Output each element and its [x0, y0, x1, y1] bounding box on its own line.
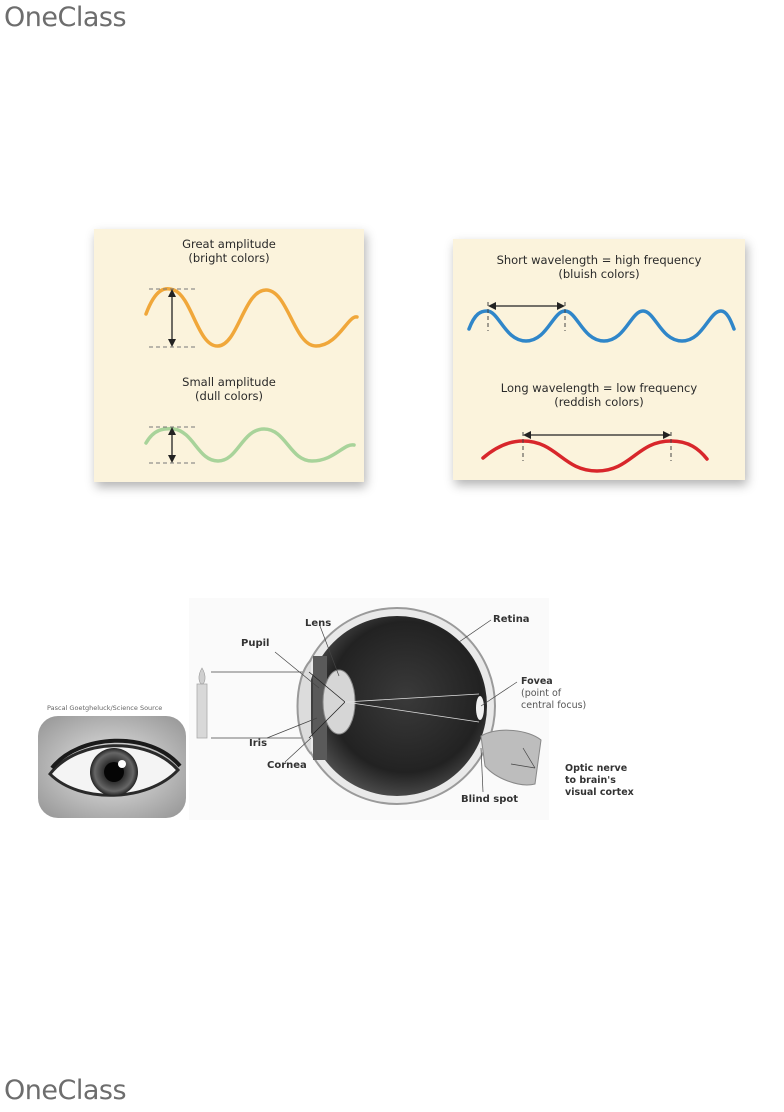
label-pupil: Pupil: [241, 638, 270, 649]
label-blind-spot: Blind spot: [461, 794, 518, 805]
fovea-mark: [476, 696, 484, 720]
small-amplitude-wave: [144, 426, 356, 463]
eye-anatomy-diagram: Lens Pupil Iris Cornea Retina Fovea (poi…: [189, 598, 586, 820]
leader-line: [284, 737, 312, 763]
long-wavelength-wave: [481, 439, 709, 473]
iris-band: [313, 656, 327, 760]
leader-line: [266, 717, 318, 739]
arrowhead-up: [168, 289, 176, 297]
leader-line: [319, 625, 340, 677]
arrowhead-left: [488, 302, 496, 310]
candle-flame: [198, 667, 206, 685]
leader-line: [522, 747, 536, 769]
small-amplitude-caption: Small amplitude (dull colors): [182, 375, 276, 403]
label-fovea: Fovea (point of central focus): [521, 676, 587, 711]
arrowhead-right: [557, 302, 565, 310]
wavelength-panel: Short wavelength = high frequency (bluis…: [453, 239, 745, 480]
label-lens: Lens: [305, 618, 332, 629]
oneclass-logo-bottom: OneClass: [4, 1075, 127, 1106]
label-optic-nerve: Optic nerve to brain's visual cortex: [565, 763, 634, 798]
label-cornea: Cornea: [267, 760, 307, 771]
arrowhead-down: [168, 455, 176, 463]
great-amplitude-caption: Great amplitude (bright colors): [182, 237, 276, 265]
eye-photo: [38, 716, 186, 818]
vitreous: [307, 616, 487, 796]
label-iris: Iris: [249, 738, 268, 749]
arrowhead-right: [663, 431, 671, 439]
long-wavelength-caption: Long wavelength = low frequency (reddish…: [500, 381, 698, 409]
arrowhead-down: [168, 339, 176, 347]
light-ray: [308, 701, 346, 739]
pupil-photo: [104, 762, 124, 782]
leader-line: [480, 681, 518, 707]
arrowhead-up: [168, 427, 176, 435]
eye-cross-section: [196, 607, 542, 805]
great-amplitude-wave: [144, 286, 359, 348]
amplitude-panel: Great amplitude (bright colors) Small am…: [94, 229, 364, 482]
candle: [196, 683, 208, 739]
amplitude-waves: [144, 286, 359, 464]
label-retina: Retina: [493, 614, 530, 625]
short-wavelength-caption: Short wavelength = high frequency (bluis…: [496, 253, 702, 281]
highlight: [118, 760, 126, 768]
arrowhead-left: [523, 431, 531, 439]
leader-line: [274, 651, 320, 689]
light-ray: [344, 693, 480, 703]
light-ray: [344, 701, 480, 723]
lens-shape: [322, 669, 356, 735]
optic-nerve-shape: [480, 729, 542, 786]
photo-credit: Pascal Goetgheluck/Science Source: [47, 704, 163, 712]
cornea-shape: [296, 659, 312, 755]
leader-line: [510, 763, 536, 769]
leader-line: [480, 747, 484, 793]
leader-line: [458, 619, 492, 643]
eyelashes: [50, 738, 182, 770]
short-wavelength-wave: [467, 309, 736, 343]
light-ray: [308, 671, 346, 703]
oneclass-logo-top: OneClass: [4, 2, 127, 33]
wavelength-waves: [467, 302, 736, 473]
